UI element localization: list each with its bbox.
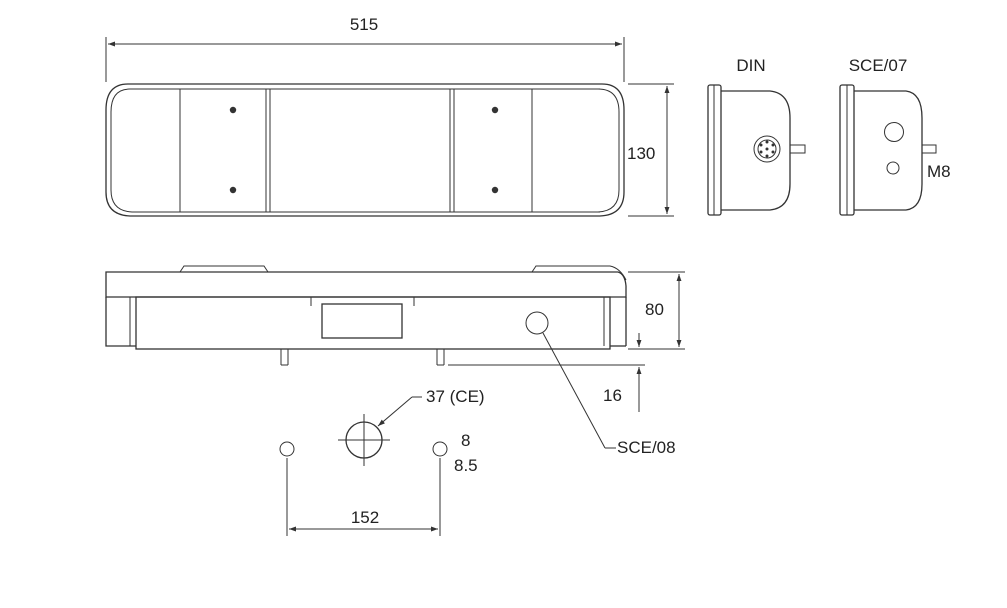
- din-label: DIN: [736, 56, 765, 75]
- top-view: [105, 265, 627, 366]
- front-view: [105, 83, 625, 217]
- mounting-pattern: 37 (CE) 8 8.5 152: [279, 387, 485, 536]
- m8-stud-hole-icon: [886, 161, 900, 175]
- din-side-view: DIN: [707, 56, 806, 216]
- screw-icon: [491, 106, 499, 114]
- m8-label: M8: [927, 162, 951, 181]
- sce07-socket-icon: [884, 122, 904, 142]
- sce08-callout: SCE/08: [542, 332, 676, 457]
- stud-hole-label-1: 8: [461, 431, 470, 450]
- dimension-height: 130: [627, 83, 674, 217]
- stud-hole-label-2: 8.5: [454, 456, 478, 475]
- length-label: 515: [350, 15, 378, 34]
- sce07-label: SCE/07: [849, 56, 908, 75]
- din-socket-icon: [753, 135, 781, 163]
- sce08-label: SCE/08: [617, 438, 676, 457]
- dimension-depth: 80: [628, 271, 685, 350]
- dimension-stud: 16: [448, 333, 645, 412]
- screw-icon: [229, 106, 237, 114]
- screw-icon: [229, 186, 237, 194]
- height-label: 130: [627, 144, 655, 163]
- stud-hole-icon: [279, 441, 295, 457]
- screw-icon: [491, 186, 499, 194]
- sce08-socket-icon: [525, 311, 549, 335]
- hole-diameter-label: 37 (CE): [426, 387, 485, 406]
- stud-length-label: 16: [603, 386, 622, 405]
- depth-label: 80: [645, 300, 664, 319]
- sce07-side-view: SCE/07 M8: [839, 56, 951, 216]
- dimension-length: 515: [105, 15, 625, 82]
- stud-hole-icon: [432, 441, 448, 457]
- stud-spacing-label: 152: [351, 508, 379, 527]
